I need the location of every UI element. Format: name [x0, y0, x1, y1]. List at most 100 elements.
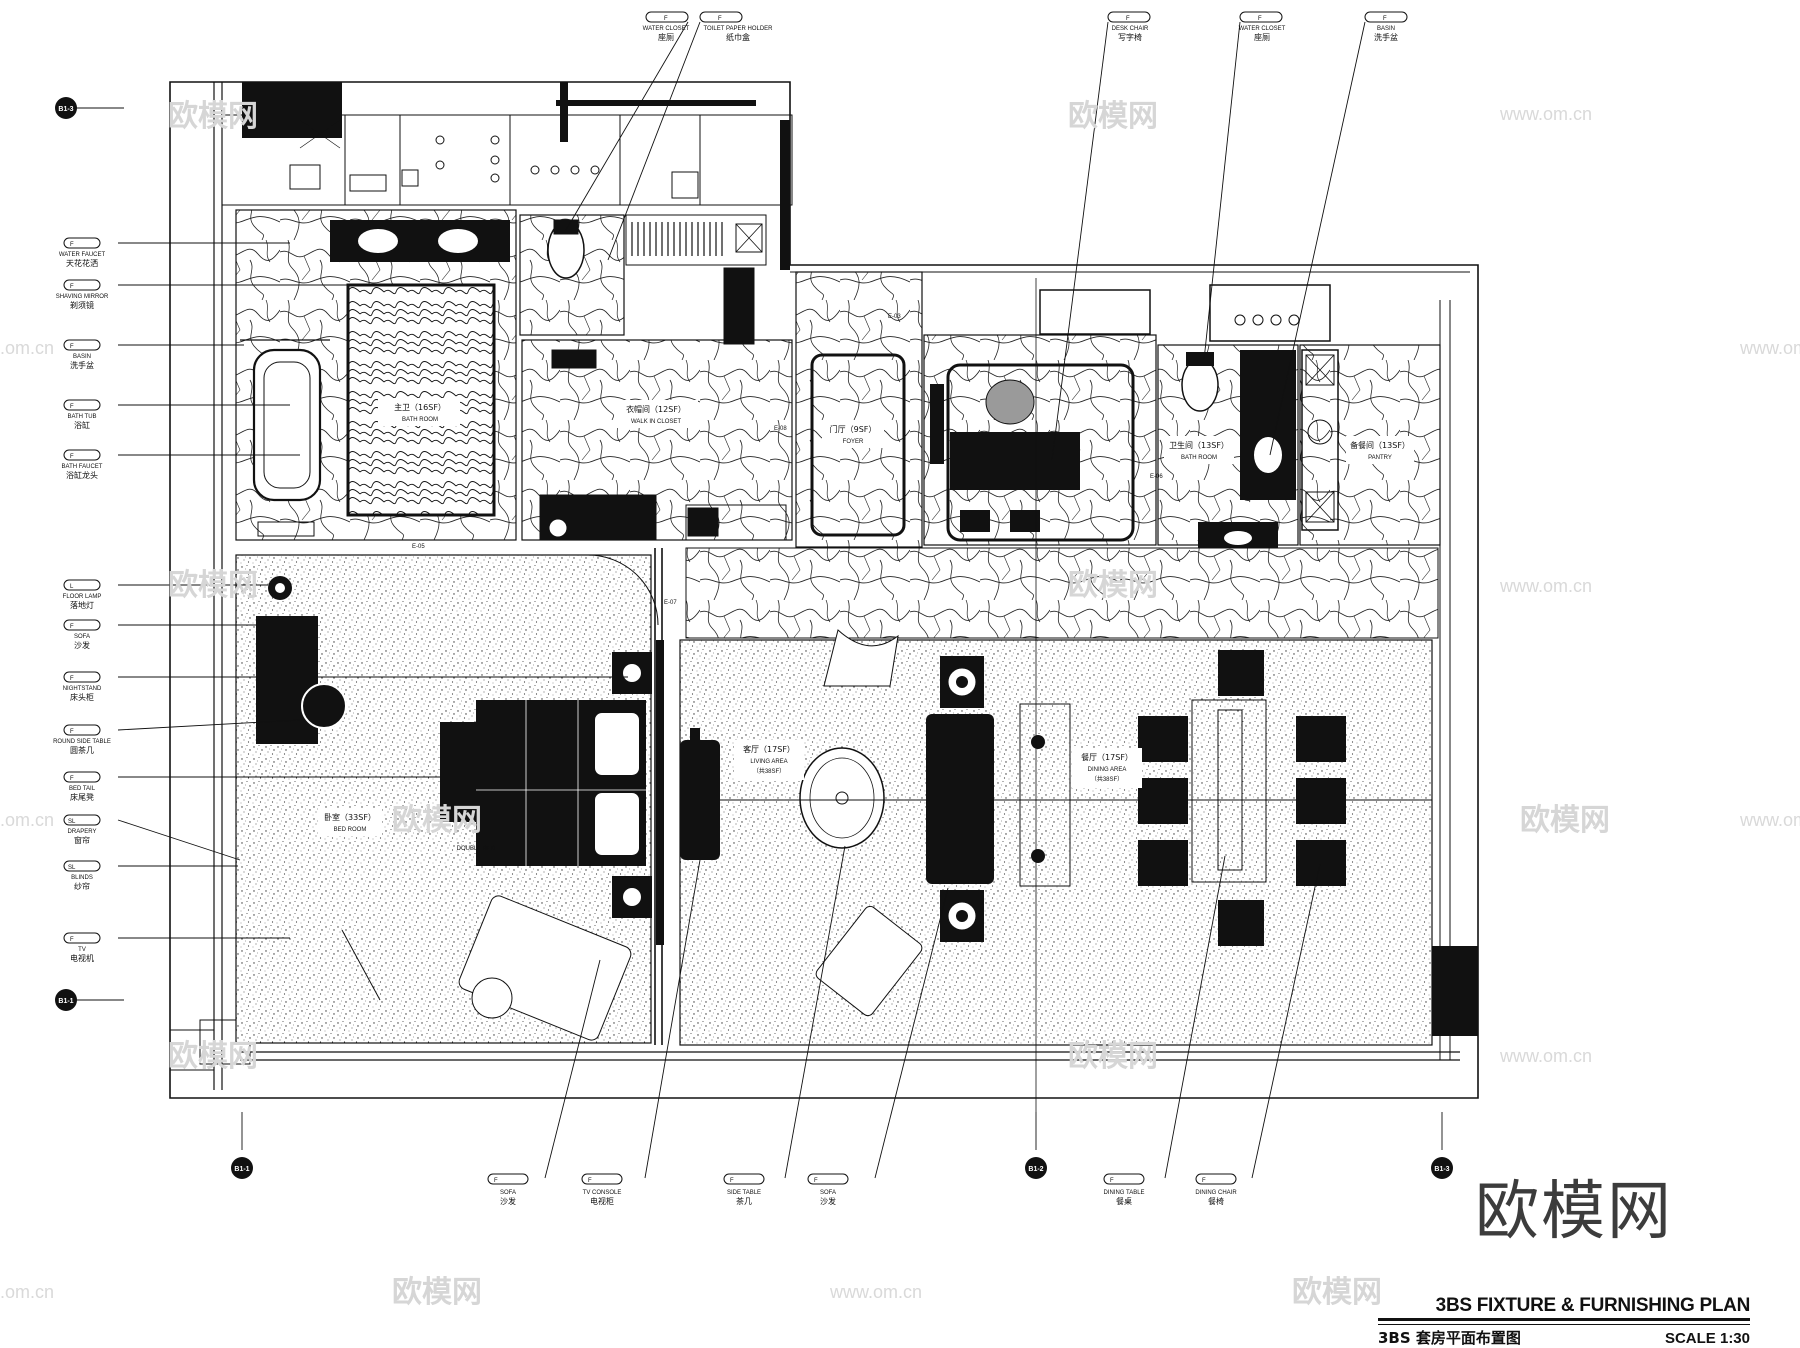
svg-text:BATH ROOM: BATH ROOM [402, 417, 438, 423]
svg-text:DOUBLE BED: DOUBLE BED [457, 846, 496, 852]
tag-basin-left: F BASIN 洗手盆 [63, 339, 101, 370]
svg-text:沙发: 沙发 [820, 1196, 836, 1206]
building-outline [169, 81, 1479, 1099]
svg-text:欧模网: 欧模网 [392, 1275, 482, 1310]
drawing-title: 3BS FIXTURE & FURNISHING PLAN [1378, 1295, 1750, 1321]
living-dining-room [679, 278, 1433, 1112]
svg-text:欧模网: 欧模网 [1292, 1275, 1382, 1310]
tag-sofa-bottom-2: F SOFA 沙发 [807, 1173, 849, 1206]
svg-text:WATER CLOSET: WATER CLOSET [1239, 26, 1286, 32]
room-label-dining: 餐厅（17SF） DINING AREA （共38SF） [1072, 748, 1142, 788]
svg-text:衣帽间（12SF）: 衣帽间（12SF） [626, 404, 686, 414]
tag-round-side-table: F ROUND SIDE TABLE 圆茶几 [53, 724, 111, 755]
svg-text:E-05: E-05 [412, 544, 425, 550]
svg-text:SL: SL [68, 865, 76, 871]
svg-text:SOFA: SOFA [820, 1190, 836, 1196]
svg-text:（共38SF）: （共38SF） [1091, 775, 1123, 783]
tag-dining-chair: F DINING CHAIR 餐椅 [1195, 1173, 1237, 1206]
svg-text:窗帘: 窗帘 [74, 835, 90, 845]
tag-bath-faucet: F BATH FAUCET 浴缸龙头 [62, 449, 103, 480]
corridor-floor [685, 547, 1439, 639]
svg-text:.om.cn: .om.cn [0, 1282, 54, 1302]
svg-text:F: F [70, 344, 74, 350]
svg-text:FLOOR LAMP: FLOOR LAMP [63, 594, 102, 600]
svg-text:F: F [70, 937, 74, 943]
svg-text:.om.cn: .om.cn [0, 810, 54, 830]
svg-text:F: F [70, 776, 74, 782]
master-bath-room [235, 209, 517, 541]
tag-water-closet-2: F WATER CLOSET 座厕 [1239, 11, 1286, 42]
svg-text:TV CONSOLE: TV CONSOLE [583, 1190, 622, 1196]
svg-text:欧模网: 欧模网 [168, 1039, 258, 1074]
svg-text:床头柜: 床头柜 [70, 692, 94, 702]
svg-text:BATH TUB: BATH TUB [67, 414, 96, 420]
svg-text:F: F [730, 1178, 734, 1184]
tag-side-table: F SIDE TABLE 茶几 [723, 1173, 765, 1206]
svg-text:圆茶几: 圆茶几 [70, 745, 94, 755]
svg-text:F: F [494, 1178, 498, 1184]
svg-text:F: F [70, 624, 74, 630]
svg-text:F: F [70, 676, 74, 682]
svg-text:FOYER: FOYER [843, 439, 864, 445]
bedroom-room [235, 548, 664, 1045]
svg-text:写字椅: 写字椅 [1118, 32, 1142, 42]
svg-text:PANTRY: PANTRY [1368, 455, 1392, 461]
svg-text:BLINDS: BLINDS [71, 875, 93, 881]
axis-marker-left-bottom: B1-1 [55, 989, 77, 1011]
svg-text:BATH ROOM: BATH ROOM [1181, 455, 1217, 461]
svg-text:电视柜: 电视柜 [590, 1196, 614, 1206]
svg-text:洗手盆: 洗手盆 [70, 360, 94, 370]
service-strip [221, 114, 793, 206]
svg-text:DINING TABLE: DINING TABLE [1103, 1190, 1144, 1196]
tag-tv: F TV 电视机 [63, 932, 101, 963]
tag-basin-top: F BASIN 洗手盆 [1364, 11, 1408, 42]
svg-text:F: F [718, 16, 722, 22]
svg-text:www.om.cn: www.om.cn [1499, 576, 1592, 596]
svg-text:SHAVING MIRROR: SHAVING MIRROR [56, 294, 109, 300]
svg-text:B1-3: B1-3 [1434, 1166, 1449, 1173]
leader-lines [117, 21, 1366, 1179]
wc-closet-block [519, 214, 793, 541]
tag-blinds: SL BLINDS 纱帘 [63, 860, 101, 891]
tag-dining-table: F DINING TABLE 餐桌 [1103, 1173, 1145, 1206]
svg-text:DRAPERY: DRAPERY [68, 829, 97, 835]
svg-text:门厅（9SF）: 门厅（9SF） [830, 424, 877, 434]
axis-marker-bottom-mid: B1-2 [1025, 1157, 1047, 1179]
svg-text:沙发: 沙发 [74, 640, 90, 650]
tag-bath-tub: F BATH TUB 浴缸 [63, 399, 101, 430]
svg-text:餐桌: 餐桌 [1116, 1196, 1132, 1206]
svg-text:B1-2: B1-2 [1028, 1166, 1043, 1173]
svg-text:ROUND SIDE TABLE: ROUND SIDE TABLE [53, 739, 111, 745]
tag-floor-lamp: L FLOOR LAMP 落地灯 [63, 579, 102, 610]
svg-text:欧模网: 欧模网 [392, 803, 482, 838]
svg-text:床尾凳: 床尾凳 [70, 792, 94, 802]
svg-text:F: F [70, 284, 74, 290]
svg-text:欧模网: 欧模网 [1068, 1039, 1158, 1074]
elevation-marks: E-03 E-05 E-06 E-07 E-08 [412, 314, 1163, 606]
svg-text:L: L [70, 584, 74, 590]
axis-lines [76, 107, 1443, 1150]
svg-text:www.om.cn: www.om.cn [829, 1282, 922, 1302]
svg-text:座厕: 座厕 [1254, 32, 1270, 42]
watermarks: 欧模网 欧模网 www.om.cn .om.cn www.om.cn 欧模网 欧… [0, 99, 1800, 1310]
svg-text:SIDE TABLE: SIDE TABLE [727, 1190, 761, 1196]
svg-text:电视机: 电视机 [70, 953, 94, 963]
tag-toilet-paper-holder: F TOILET PAPER HOLDER 纸巾盒 [699, 11, 773, 42]
svg-text:B1-1: B1-1 [58, 998, 73, 1005]
svg-text:浴缸龙头: 浴缸龙头 [66, 470, 98, 480]
tag-water-faucet: F WATER FAUCET 天花花洒 [59, 237, 106, 268]
svg-text:E-08: E-08 [774, 426, 787, 432]
svg-text:BASIN: BASIN [1377, 26, 1395, 32]
svg-text:TOILET PAPER HOLDER: TOILET PAPER HOLDER [703, 26, 773, 32]
room-label-foyer: 门厅（9SF） FOYER [822, 420, 884, 448]
tag-tv-console: F TV CONSOLE 电视柜 [581, 1173, 623, 1206]
svg-text:欧模网: 欧模网 [1068, 99, 1158, 134]
svg-text:BATH FAUCET: BATH FAUCET [62, 464, 103, 470]
svg-text:WATER FAUCET: WATER FAUCET [59, 252, 106, 258]
svg-text:.om.cn: .om.cn [0, 338, 54, 358]
svg-text:纱帘: 纱帘 [74, 881, 90, 891]
axis-marker-left-top: B1-3 [55, 97, 77, 119]
room-label-pantry: 备餐间（13SF） PANTRY [1346, 436, 1414, 464]
svg-text:SL: SL [68, 819, 76, 825]
